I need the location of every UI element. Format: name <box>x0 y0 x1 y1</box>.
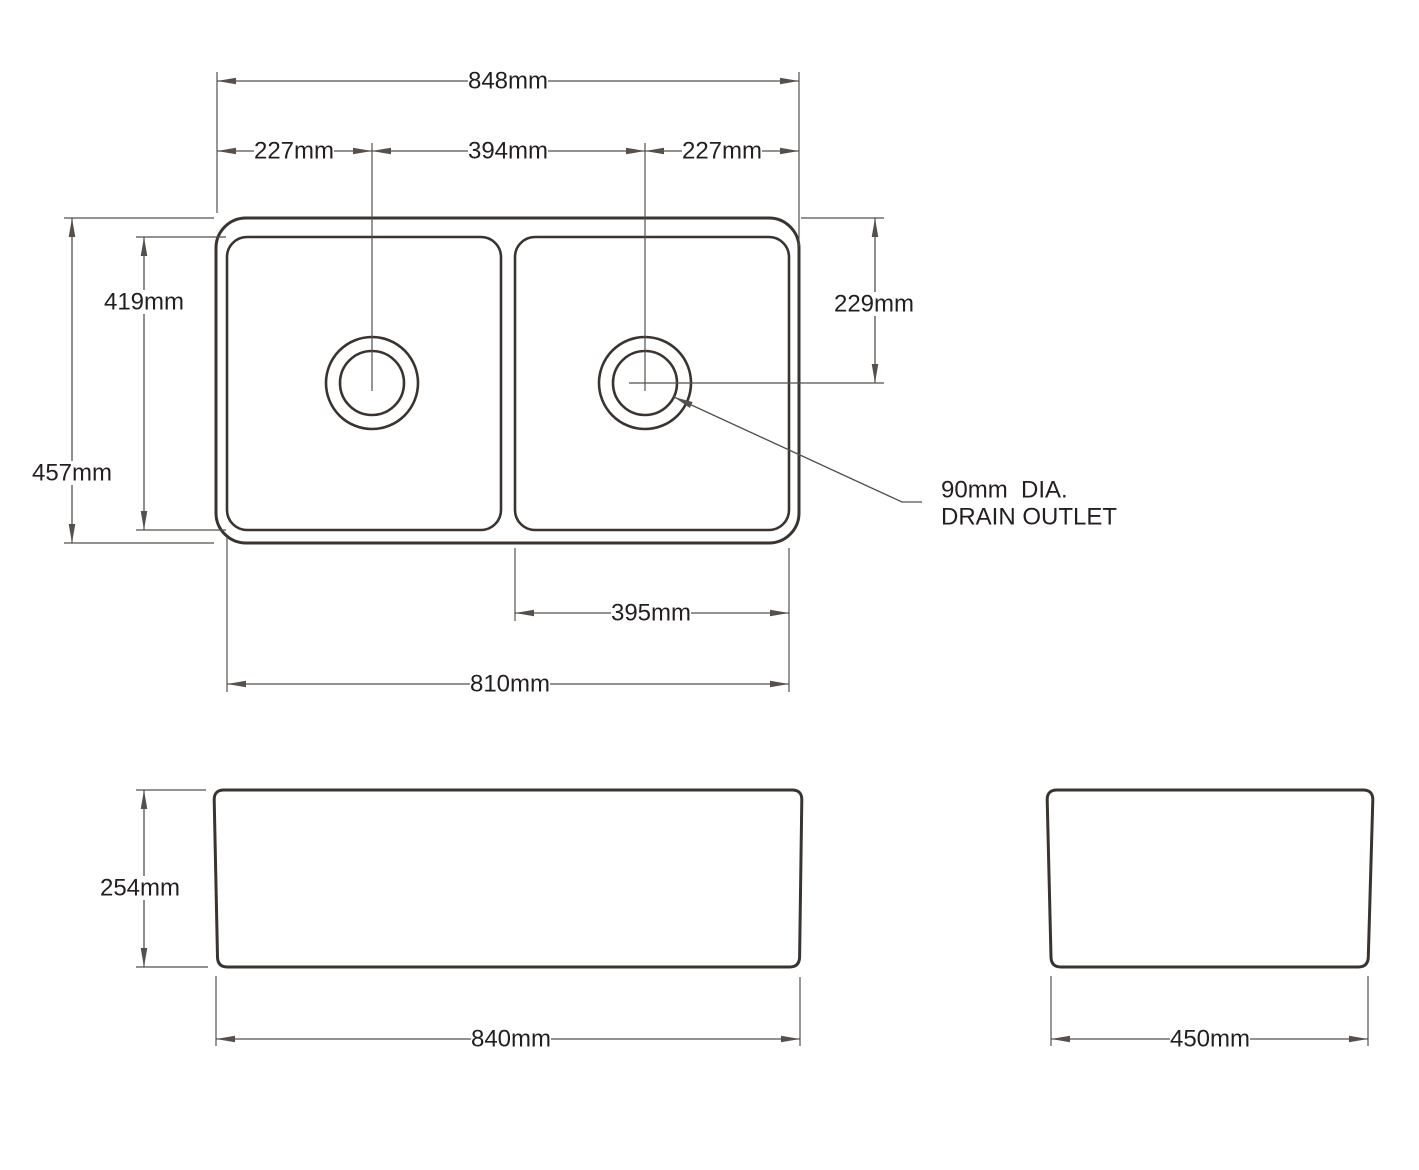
label-mask <box>611 601 691 625</box>
drain-note-line2: DRAIN OUTLET <box>941 504 1117 531</box>
label-mask <box>468 139 548 163</box>
drain-note-line1: 90mm DIA. <box>941 477 1068 504</box>
dim-label-bowls-overall-width: 810mm <box>470 671 550 698</box>
dim-label-front-width: 840mm <box>471 1026 551 1053</box>
label-mask <box>32 461 112 485</box>
drain-outlet-callout: 90mm DIA. DRAIN OUTLET <box>673 396 1117 531</box>
front-view-outline <box>212 788 804 969</box>
dim-label-edge-to-drain-center: 229mm <box>834 291 914 318</box>
label-mask <box>100 876 180 900</box>
label-mask <box>1170 1027 1250 1051</box>
top-view-dimensions: 848mm 227mm 394mm 227mm 457mm 419mm 229m… <box>32 68 915 698</box>
dim-label-drain-to-drain: 394mm <box>468 138 548 165</box>
label-mask <box>468 69 548 93</box>
dim-label-left-edge-to-drain: 227mm <box>254 138 334 165</box>
leader-line <box>673 396 922 503</box>
top-view <box>214 143 884 545</box>
label-mask <box>835 292 915 316</box>
dim-label-overall-width: 848mm <box>468 68 548 95</box>
dim-label-overall-depth: 457mm <box>32 460 112 487</box>
dim-label-front-height: 254mm <box>100 875 180 902</box>
dim-label-right-bowl-width: 395mm <box>611 600 691 627</box>
side-view-outline <box>1045 788 1375 969</box>
side-view: 450mm <box>1045 788 1375 1053</box>
label-mask <box>254 139 334 163</box>
label-mask <box>682 139 762 163</box>
dim-label-side-width: 450mm <box>1170 1026 1250 1053</box>
top-view-outer-rim <box>214 216 801 545</box>
label-mask <box>471 1027 551 1051</box>
front-view: 254mm 840mm <box>100 788 804 1053</box>
left-bowl <box>225 235 503 532</box>
label-mask <box>104 290 184 314</box>
label-mask <box>470 672 550 696</box>
dim-label-bowl-depth: 419mm <box>104 289 184 316</box>
dim-label-drain-to-right-edge: 227mm <box>682 138 762 165</box>
